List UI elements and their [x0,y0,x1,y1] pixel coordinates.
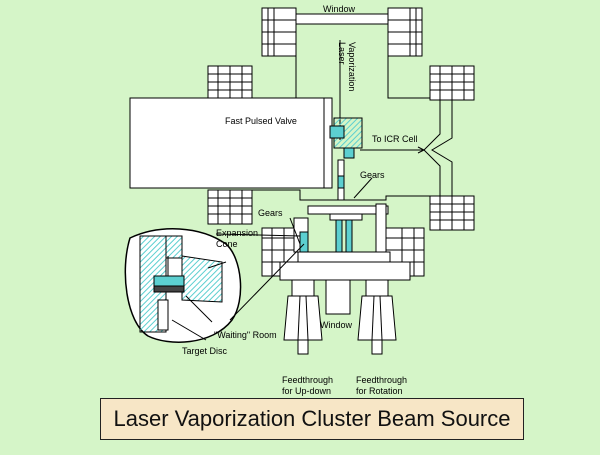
caption-box: Laser Vaporization Cluster Beam Source [100,398,524,440]
label-waiting-room: "Waiting" Room [214,330,277,340]
leader-lines [171,146,426,341]
flange-mid-left [207,65,253,101]
vacuum-chamber [207,7,475,281]
diagram-title: Laser Vaporization Cluster Beam Source [113,406,511,431]
feedthrough-updown [283,279,323,355]
label-window-bottom: Window [320,320,353,330]
label-gears-right: Gears [360,170,385,180]
feedthrough-rotation [357,279,397,355]
flange-top-left [261,7,297,57]
flange-top-right [387,7,423,57]
label-vaporization-laser: VaporizationLaser [337,42,357,91]
label-window-top: Window [323,4,356,14]
fast-pulsed-valve-box [129,97,331,189]
flange-mid-right [429,65,475,101]
label-gears-left: Gears [258,208,283,218]
flange-low-left [207,189,253,225]
valve-assembly [329,40,363,201]
label-fast-pulsed-valve: Fast Pulsed Valve [225,116,297,126]
flange-bottom [261,227,425,281]
label-to-icr-cell: To ICR Cell [372,134,418,144]
gear-assembly [293,203,389,253]
inset-detail [124,228,242,343]
bottom-window-port [325,279,351,315]
label-target-disc: Target Disc [182,346,228,356]
flange-low-right [429,195,475,231]
